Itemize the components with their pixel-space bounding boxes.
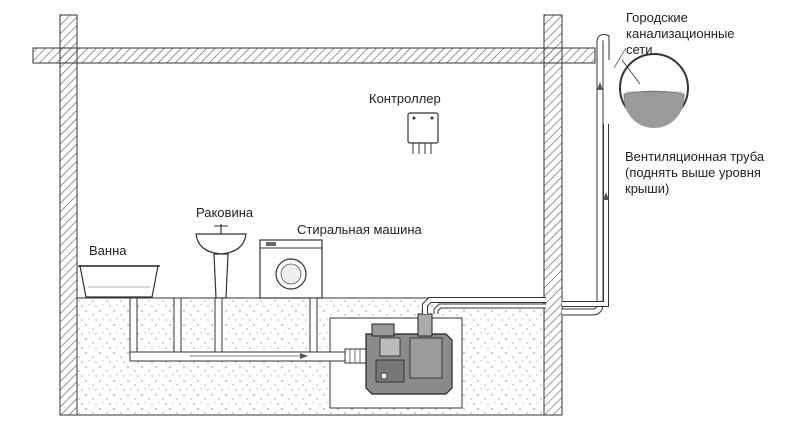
vent-pipe-label: Вентиляционная труба (поднять выше уровн… [625, 149, 765, 196]
leader-lines [613, 47, 627, 69]
drain-pipes [129, 297, 368, 364]
bathtub [78, 265, 160, 298]
right-wall [543, 14, 563, 416]
bathtub-label: Ванна [89, 243, 127, 258]
city-sewer-label: Городские канализационные сети [626, 10, 735, 57]
washing-machine [259, 239, 323, 299]
controller-label: Контроллер [369, 91, 441, 106]
city-sewer-main [619, 53, 689, 128]
controller-box [407, 112, 439, 154]
left-wall [59, 14, 78, 416]
washing-machine-label: Стиральная машина [297, 222, 422, 237]
ceiling-slab [32, 47, 596, 64]
outlet-pipes [422, 34, 610, 316]
sink [195, 224, 247, 299]
pump-unit [365, 313, 453, 395]
sink-label: Раковина [196, 205, 254, 220]
